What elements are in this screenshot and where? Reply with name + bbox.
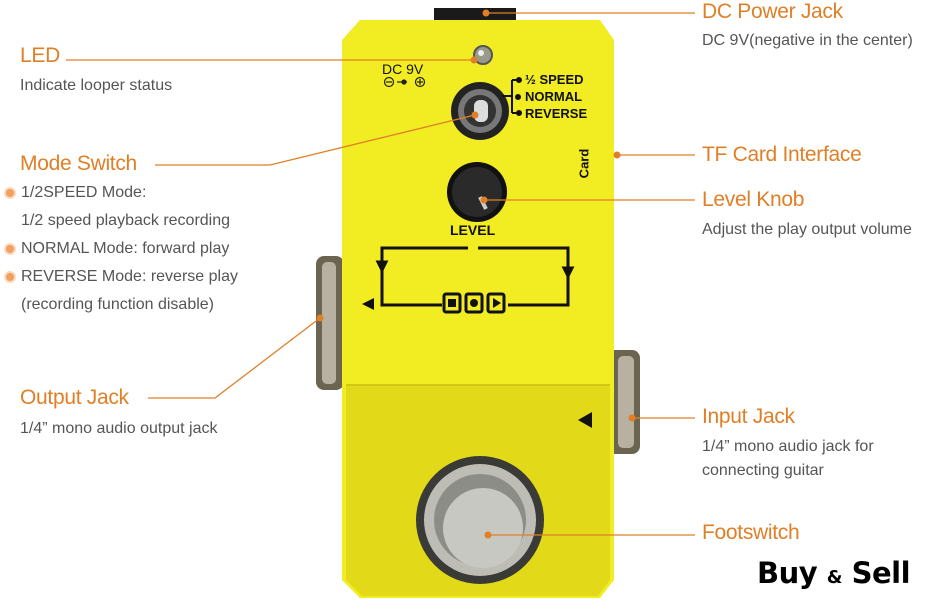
tf-card-title: TF Card Interface [702, 143, 862, 166]
mode-switch-list: 1/2SPEED Mode: 1/2 speed playback record… [6, 179, 238, 319]
dc-power-desc: DC 9V(negative in the center) [702, 32, 913, 49]
input-arrow-icon [578, 412, 592, 428]
footswitch[interactable] [416, 456, 544, 584]
led-title: LED [20, 44, 60, 67]
level-knob-title: Level Knob [702, 188, 805, 211]
output-jack-title: Output Jack [20, 386, 129, 409]
dc-power-jack [434, 8, 516, 22]
level-knob-desc: Adjust the play output volume [702, 221, 912, 238]
level-label: LEVEL [450, 222, 496, 238]
mode-half-speed-label: ½ SPEED [525, 72, 584, 87]
led-desc: Indicate looper status [20, 77, 173, 94]
bullet-icon [6, 188, 14, 197]
level-knob[interactable] [447, 162, 507, 222]
input-jack-desc-1: 1/4” mono audio jack for [702, 438, 874, 455]
mode-switch-title: Mode Switch [20, 152, 137, 175]
card-label: Card [576, 148, 592, 179]
footswitch-title: Footswitch [702, 521, 800, 544]
loop-diagram [362, 246, 575, 314]
mode-reverse-label: REVERSE [525, 106, 588, 121]
mode-normal-label: NORMAL [525, 89, 583, 104]
dc-power-title: DC Power Jack [702, 0, 843, 23]
output-jack [316, 256, 344, 390]
mode-toggle-switch[interactable] [451, 82, 509, 140]
bullet-icon [6, 272, 14, 281]
buy-and-sell-logo: Buy & Sell [757, 556, 911, 590]
output-jack-desc: 1/4” mono audio output jack [20, 420, 218, 437]
bullet-icon [6, 244, 14, 253]
input-jack-title: Input Jack [702, 405, 795, 428]
input-jack-desc-2: connecting guitar [702, 462, 824, 479]
polarity-icon [383, 76, 426, 88]
dc-label: DC 9V [382, 61, 424, 77]
input-jack [606, 350, 640, 454]
